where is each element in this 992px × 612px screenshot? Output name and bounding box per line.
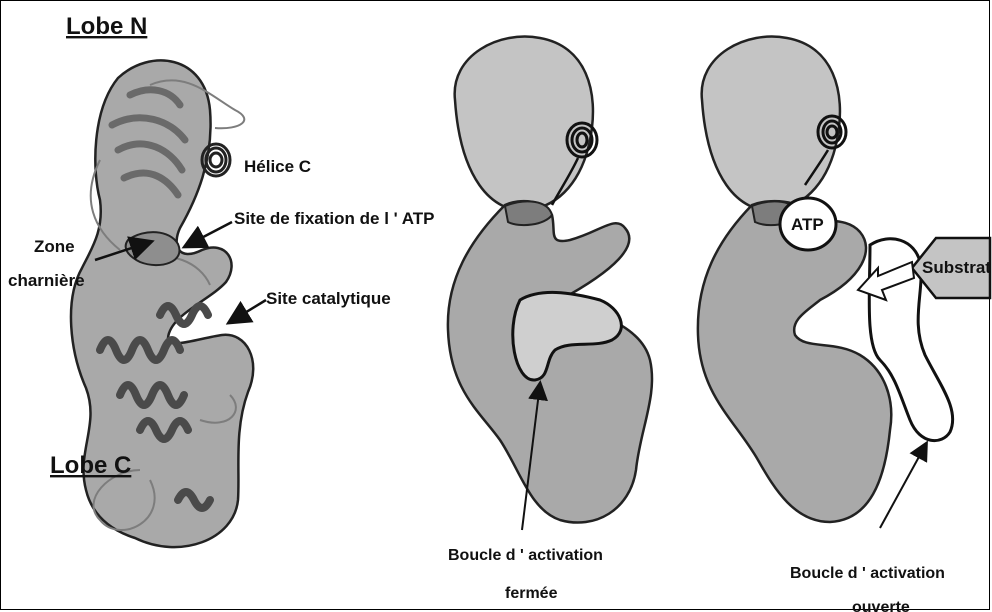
helix-c-coil	[202, 144, 230, 176]
label-site-catalytique: Site catalytique	[266, 289, 391, 308]
label-boucle-ouverte-1: Boucle d ' activation	[790, 565, 945, 582]
label-zone-line2: charnière	[8, 271, 85, 290]
panel-open: ATP Substrat Boucle d ' activation ouver…	[698, 37, 991, 612]
n-lobe-closed	[455, 37, 593, 211]
label-helice-c: Hélice C	[244, 157, 311, 176]
label-boucle-ouverte-2: ouverte	[852, 599, 910, 612]
hinge-closed	[505, 201, 552, 225]
arrow-site-atp	[186, 222, 232, 246]
label-site-atp: Site de fixation de l ' ATP	[234, 209, 435, 228]
panel-structure: Lobe N Lobe C Hélice C Site de fixation …	[8, 13, 435, 547]
c-lobe-open	[698, 201, 891, 522]
label-atp: ATP	[791, 215, 824, 234]
arrow-site-catalytique	[230, 300, 266, 322]
panel-closed: Boucle d ' activation fermée	[448, 37, 652, 602]
label-boucle-fermee-1: Boucle d ' activation	[448, 547, 603, 564]
label-substrat: Substrat	[922, 258, 991, 277]
label-zone-line1: Zone	[34, 237, 75, 256]
label-boucle-fermee-2: fermée	[505, 585, 558, 602]
label-lobe-c: Lobe C	[50, 452, 131, 479]
label-lobe-n: Lobe N	[66, 13, 147, 40]
